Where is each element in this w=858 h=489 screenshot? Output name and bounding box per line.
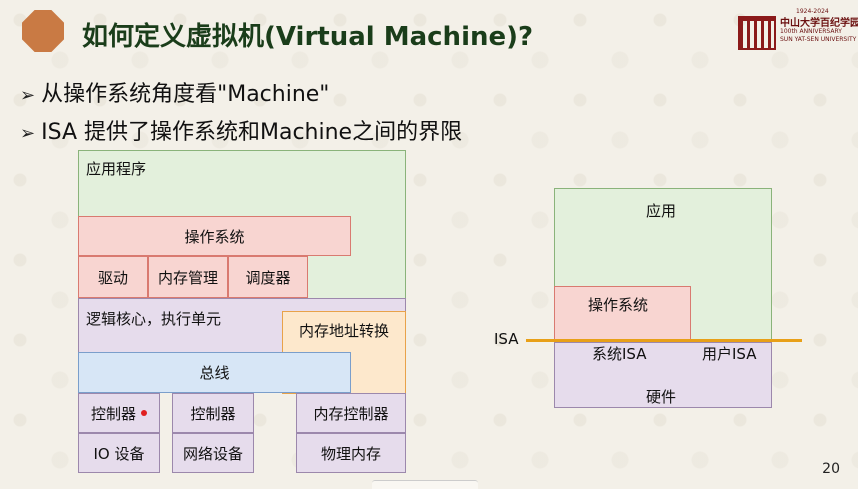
controller-1-label: 控制器 xyxy=(90,404,136,423)
memory-controller-label: 内存控制器 xyxy=(313,404,389,423)
physical-memory-box: 物理内存 xyxy=(296,433,406,473)
addr-translation-label: 内存地址转换 xyxy=(298,322,389,340)
bullet-1-text: 从操作系统角度看"Machine" xyxy=(41,82,330,107)
slide-title: 如何定义虚拟机(Virtual Machine)? xyxy=(82,22,534,52)
driver-box: 驱动 xyxy=(78,256,148,298)
bullet-arrow-icon: ➢ xyxy=(20,85,36,106)
right-application-label: 应用 xyxy=(646,202,677,220)
memory-controller-box: 内存控制器 xyxy=(296,393,406,433)
controller-1-box: 控制器 xyxy=(78,393,160,433)
slide-nav-bar[interactable] xyxy=(372,480,478,489)
bus-box: 总线 xyxy=(78,352,351,393)
logo-university-en: SUN YAT-SEN UNIVERSITY xyxy=(780,36,857,43)
red-dot-icon xyxy=(141,410,147,416)
logo-subtitle: 100th ANNIVERSARY SUN YAT-SEN UNIVERSITY xyxy=(780,28,856,44)
network-device-box: 网络设备 xyxy=(172,433,254,473)
application-label: 应用程序 xyxy=(86,160,147,178)
bullet-arrow-icon: ➢ xyxy=(20,123,36,144)
bullet-2: ➢ISA 提供了操作系统和Machine之间的界限 xyxy=(20,114,462,146)
bullet-1: ➢从操作系统角度看"Machine" xyxy=(20,76,329,108)
memory-mgmt-label: 内存管理 xyxy=(157,268,218,287)
hardware-label: 硬件 xyxy=(646,388,677,406)
controller-2-box: 控制器 xyxy=(172,393,254,433)
right-os-label: 操作系统 xyxy=(588,296,649,314)
physical-memory-label: 物理内存 xyxy=(320,444,381,463)
logo-anniversary: 100th ANNIVERSARY xyxy=(780,28,842,35)
controller-2-label: 控制器 xyxy=(190,404,236,423)
logo-years: 1924-2024 xyxy=(796,8,829,15)
memory-mgmt-box: 内存管理 xyxy=(148,256,228,298)
hardware-box xyxy=(554,342,772,408)
isa-label: ISA xyxy=(494,330,519,348)
isa-boundary-line xyxy=(526,339,802,342)
io-device-label: IO 设备 xyxy=(93,444,145,463)
network-device-label: 网络设备 xyxy=(182,444,243,463)
slide-logo-icon xyxy=(22,10,64,52)
system-isa-label: 系统ISA xyxy=(592,345,647,363)
os-box: 操作系统 xyxy=(78,216,351,256)
os-label: 操作系统 xyxy=(184,227,245,246)
page-number: 20 xyxy=(822,461,840,477)
io-device-box: IO 设备 xyxy=(78,433,160,473)
university-building-icon xyxy=(738,16,776,50)
bullet-2-text: ISA 提供了操作系统和Machine之间的界限 xyxy=(41,120,463,145)
logo-university-name: 中山大学百纪学园 xyxy=(780,18,858,29)
user-isa-label: 用户ISA xyxy=(702,345,757,363)
scheduler-label: 调度器 xyxy=(245,268,291,287)
scheduler-box: 调度器 xyxy=(228,256,308,298)
driver-label: 驱动 xyxy=(97,268,128,287)
right-os-box xyxy=(554,286,691,342)
logic-core-label: 逻辑核心，执行单元 xyxy=(86,310,222,328)
bus-label: 总线 xyxy=(199,364,230,382)
university-logo: 1924-2024 中山大学百纪学园 100th ANNIVERSARY SUN… xyxy=(738,8,858,54)
